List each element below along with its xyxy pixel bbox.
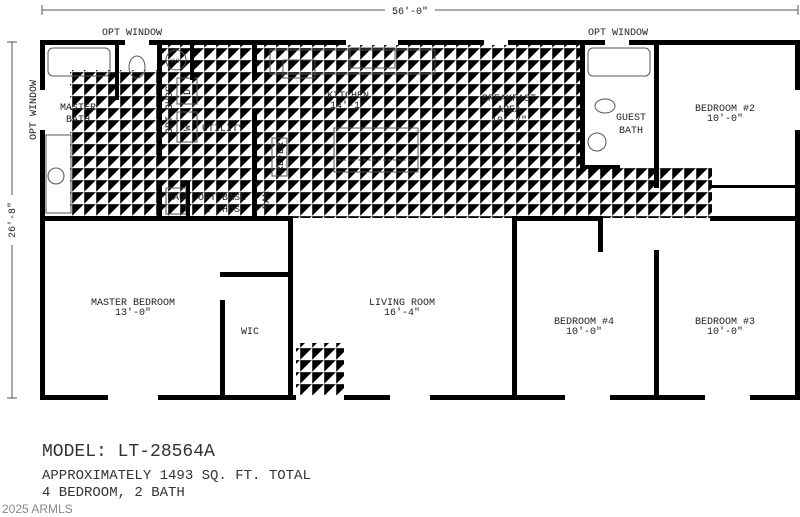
- bathtub: [587, 47, 651, 77]
- water-heater-label: W/H: [171, 58, 182, 65]
- washer-label: W: [183, 125, 194, 131]
- watermark: 2025 ARMLS: [2, 502, 73, 516]
- dryer-label: D: [183, 89, 194, 95]
- kitchen-dimension: 14'-1": [330, 100, 366, 112]
- opt-base-label: OPT BASE: [198, 193, 246, 204]
- water-heater: [165, 49, 187, 71]
- refrigerator-label: REFER: [276, 142, 287, 172]
- kitchen-label: KITCHEN: [327, 91, 369, 102]
- breakfast-area-label: BREAKFAST: [482, 94, 536, 105]
- bathtub: [47, 47, 111, 77]
- toilet: [594, 98, 616, 114]
- opt-ohds-label: OPT OHDS: [165, 86, 176, 134]
- sink: [587, 132, 607, 152]
- master-bath-label: BATH: [66, 115, 90, 126]
- living-room-label: LIVING ROOM: [369, 298, 435, 309]
- opt-window-label: OPT WINDOW: [29, 80, 40, 140]
- counter: [269, 49, 436, 75]
- hall-tile: [582, 168, 712, 218]
- breakfast-area-label: AREA: [497, 105, 521, 116]
- dryer: [176, 77, 198, 105]
- master-bath-label: MASTER: [60, 103, 96, 114]
- opt-base-label: & OHDS: [204, 205, 240, 216]
- master-bedroom-dimension: 13'-0": [115, 307, 151, 319]
- utility-tile: [160, 42, 255, 218]
- bedroom-4-label: BEDROOM #4: [554, 317, 614, 328]
- utility-label: UTILITY: [202, 124, 244, 135]
- bedroom-3-label: BEDROOM #3: [695, 317, 755, 328]
- fixtures: [45, 47, 651, 215]
- guest-bath-label: BATH: [619, 126, 643, 137]
- width-dimension: 56'-0": [392, 6, 428, 18]
- sink: [47, 167, 65, 185]
- master-bedroom-label: MASTER BEDROOM: [91, 298, 175, 309]
- toilet: [128, 55, 146, 79]
- bedroom-2-dimension: 10'-0": [707, 113, 743, 125]
- kitchen-sink: [349, 47, 396, 69]
- bedroom-2-label: BEDROOM #2: [695, 104, 755, 115]
- range: [282, 59, 316, 79]
- kitchen-island: [333, 127, 419, 173]
- windows: [40, 40, 800, 400]
- refrigerator: [271, 137, 288, 177]
- guest-bath-label: GUEST: [616, 113, 646, 124]
- breakfast-area-dimension: 10'-7": [491, 115, 527, 127]
- bedroom-3-dimension: 10'-0": [707, 326, 743, 338]
- pantry-label: PAN: [262, 191, 273, 209]
- bedroom-4-dimension: 10'-0": [566, 326, 602, 338]
- depth-dimension: 26'-8": [7, 202, 19, 238]
- washer: [176, 111, 198, 143]
- bedrooms-baths: 4 BEDROOM, 2 BATH: [42, 485, 185, 501]
- opt-window-label: OPT WINDOW: [102, 28, 162, 39]
- fau-label: FAU: [167, 193, 185, 204]
- model-number: MODEL: LT-28564A: [42, 442, 215, 462]
- wic-label: WIC: [241, 327, 259, 338]
- entry-tile: [296, 343, 344, 398]
- opt-window-label: OPT WINDOW: [588, 28, 648, 39]
- square-footage: APPROXIMATELY 1493 SQ. FT. TOTAL: [42, 468, 311, 484]
- living-room-dimension: 16'-4": [384, 307, 420, 319]
- vanity: [45, 134, 72, 214]
